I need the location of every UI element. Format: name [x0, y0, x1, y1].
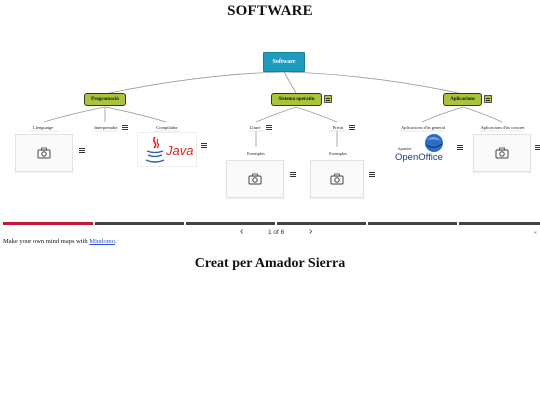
- camera-icon: [37, 147, 51, 159]
- mindomo-link[interactable]: Mindomo: [89, 238, 115, 245]
- camera-icon: [495, 147, 509, 159]
- topic-aplicacions-concret[interactable]: Aplicacions d'ús concret: [480, 125, 525, 130]
- menu-icon[interactable]: [79, 148, 85, 153]
- image-placeholder[interactable]: [15, 134, 73, 172]
- connector-lliure: [255, 106, 297, 123]
- footer-suffix: .: [114, 238, 117, 245]
- topic-exemples-lliure[interactable]: Exemples: [247, 151, 265, 156]
- menu-icon[interactable]: [266, 125, 272, 130]
- chevron-left-icon[interactable]: ‹: [240, 226, 244, 237]
- camera-icon: [330, 173, 344, 185]
- mind-map: Software Programació Sistema operatiu Ap…: [0, 24, 540, 222]
- image-placeholder[interactable]: [310, 160, 364, 198]
- topic-lliure[interactable]: Lliure: [249, 125, 261, 130]
- progress-segment[interactable]: [186, 222, 275, 225]
- chevron-right-icon[interactable]: ›: [309, 226, 313, 237]
- connector-general: [421, 106, 464, 123]
- camera-icon: [248, 173, 262, 185]
- topic-aplicacions-general[interactable]: Aplicacions d'ús general: [400, 125, 446, 130]
- menu-icon[interactable]: [201, 143, 207, 148]
- topic-interpretador[interactable]: Interpretador: [94, 125, 118, 130]
- progress-segment[interactable]: [95, 222, 184, 225]
- topic-privat[interactable]: Privat: [332, 125, 344, 130]
- branch-aplicacions[interactable]: Aplicacions: [443, 93, 482, 106]
- root-node[interactable]: Software: [263, 52, 305, 72]
- menu-icon[interactable]: [535, 145, 540, 150]
- progress-segment[interactable]: [459, 222, 540, 225]
- menu-icon[interactable]: [349, 125, 355, 130]
- menu-icon[interactable]: [369, 172, 375, 177]
- author-credit: Creat per Amador Sierra: [194, 256, 346, 271]
- java-logo: Java: [137, 132, 197, 167]
- connector-sistema: [283, 71, 297, 94]
- branch-programacio[interactable]: Programació: [84, 93, 126, 106]
- connector-llenguatge: [43, 106, 106, 123]
- connector-privat: [295, 106, 338, 123]
- openoffice-logo: Apache OpenOffice: [393, 132, 453, 168]
- footer-credit: Make your own mind maps with Mindomo.: [3, 238, 117, 245]
- image-placeholder[interactable]: [226, 160, 284, 198]
- slide-pager: ‹ 1 of 6 ›: [230, 227, 320, 239]
- menu-icon[interactable]: [122, 125, 128, 130]
- page-title: SOFTWARE: [227, 3, 313, 19]
- branch-sistema-operatiu[interactable]: Sistema operatiu: [271, 93, 322, 106]
- progress-segment[interactable]: [277, 222, 366, 225]
- openoffice-text: OpenOffice: [395, 152, 443, 163]
- progress-segment-active[interactable]: [3, 222, 93, 225]
- java-logo-text: Java: [166, 143, 194, 158]
- image-placeholder[interactable]: [473, 134, 531, 172]
- connector-compilador: [104, 106, 167, 123]
- topic-compilador[interactable]: Compilador: [156, 125, 178, 130]
- globe-icon: [425, 134, 443, 152]
- progress-segment[interactable]: [368, 222, 457, 225]
- connector-aplicacions: [283, 71, 464, 95]
- note-icon[interactable]: [324, 95, 332, 103]
- topic-llenguatge[interactable]: Llenguatge: [32, 125, 54, 130]
- java-cup-icon: [145, 136, 165, 163]
- connector-concret: [462, 106, 503, 123]
- menu-icon[interactable]: [290, 172, 296, 177]
- slide-counter: 1 of 6: [268, 229, 285, 236]
- topic-exemples-privat[interactable]: Exemples: [329, 151, 347, 156]
- footer-prefix: Make your own mind maps with: [3, 238, 90, 245]
- note-icon[interactable]: [484, 95, 492, 103]
- connector-lines: [28, 71, 524, 147]
- openoffice-apache-text: Apache: [398, 146, 412, 151]
- collapse-icon[interactable]: «: [534, 230, 537, 236]
- menu-icon[interactable]: [457, 145, 463, 150]
- slide-progress-bar: [3, 222, 540, 225]
- connector-programacio: [104, 71, 285, 95]
